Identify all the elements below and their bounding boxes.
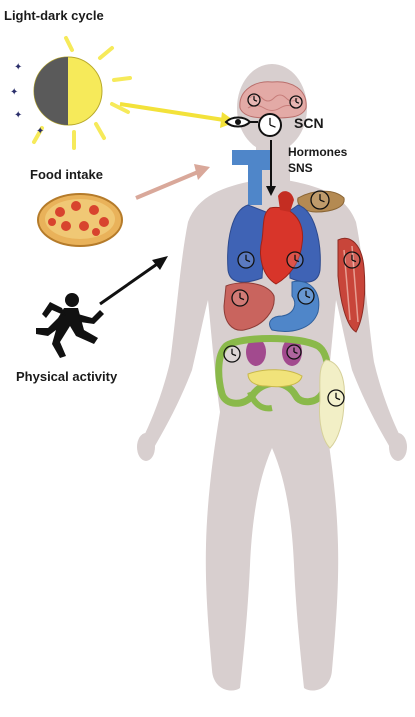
- activity-arrow: [100, 262, 160, 304]
- brain-clock-1: [248, 94, 260, 106]
- scn-clock: [259, 114, 281, 136]
- stomach-clock: [298, 288, 314, 304]
- svg-text:✦: ✦: [14, 110, 22, 121]
- svg-text:✦: ✦: [10, 87, 18, 98]
- muscle-clock: [344, 252, 360, 268]
- food-arrow-head: [194, 164, 210, 180]
- gland-clock: [311, 191, 329, 209]
- liver-clock: [232, 290, 248, 306]
- svg-text:✦: ✦: [36, 126, 44, 137]
- runner-icon: [36, 293, 104, 358]
- lung-clock-left: [238, 252, 254, 268]
- pancreas: [248, 370, 302, 387]
- activity-arrow-head: [152, 256, 168, 270]
- adipose-clock: [328, 390, 344, 406]
- brain-clock-2: [290, 96, 302, 108]
- pizza-icon: [38, 194, 122, 246]
- physical-activity-label: Physical activity: [16, 369, 117, 384]
- light-arrow: [120, 104, 224, 120]
- heart-clock: [287, 252, 303, 268]
- intestine-clock: [224, 346, 240, 362]
- svg-text:✦: ✦: [14, 62, 22, 73]
- scn-label: SCN: [294, 115, 324, 131]
- food-arrow: [136, 172, 198, 198]
- kidney-clock: [287, 345, 301, 359]
- hormones-label: Hormones: [288, 145, 347, 159]
- light-dark-label: Light-dark cycle: [4, 8, 104, 23]
- food-intake-label: Food intake: [30, 167, 103, 182]
- sun-icon: [34, 38, 130, 148]
- sns-label: SNS: [288, 161, 313, 175]
